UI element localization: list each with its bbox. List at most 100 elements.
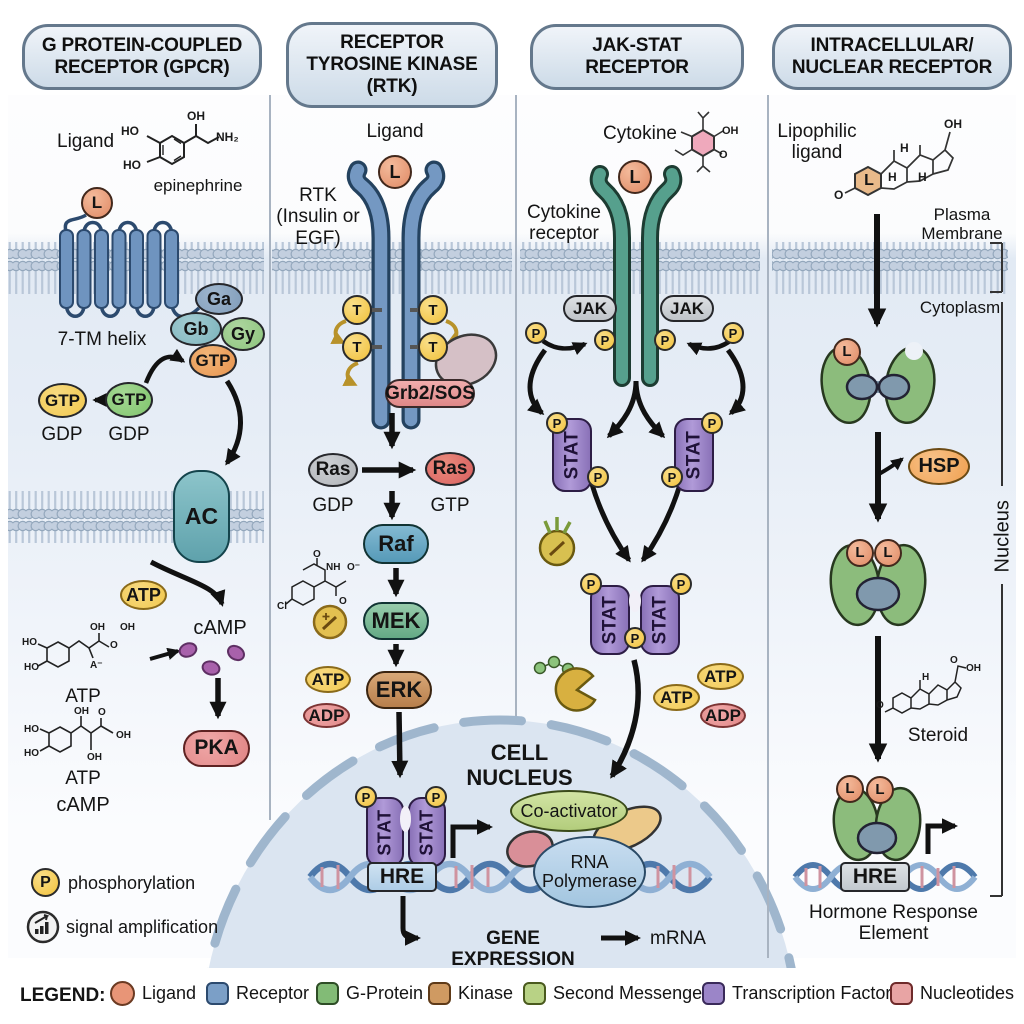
- camp-structure-label: cAMP: [56, 794, 110, 816]
- legend-bar: [0, 968, 1024, 1024]
- atp-oh1: OH: [90, 622, 105, 633]
- jak-atp-pill-1: ATP: [653, 684, 700, 711]
- cytokine-oh: OH: [722, 125, 739, 137]
- epinephrine-ho-top: HO: [121, 124, 139, 138]
- nucleus-stat-gap: [400, 806, 411, 832]
- rtk-arrows: [362, 413, 417, 779]
- legend-label: Kinase: [458, 983, 514, 1003]
- legend-title: LEGEND:: [20, 985, 106, 1006]
- epinephrine-structure: [146, 124, 220, 166]
- rtk-adp-pill: ADP: [303, 703, 350, 728]
- gpcr-7tm-receptor: [59, 213, 201, 319]
- tyrosine-residue-1: T: [342, 295, 372, 325]
- legend-item-second-messenger: Second Messenger: [523, 982, 708, 1005]
- mek-kinase: MEK: [363, 602, 429, 640]
- gpcr-atp-pill: ATP: [120, 580, 167, 610]
- pka-kinase: PKA: [183, 730, 250, 767]
- gpcr-ligand-label: Ligand: [57, 131, 115, 152]
- hsp-chaperone: HSP: [908, 448, 970, 485]
- cell-nucleus-title: CELL NUCLEUS: [466, 740, 573, 790]
- camp-second-messenger-blobs: [178, 642, 245, 676]
- rtk-mol-o1: O: [313, 549, 321, 560]
- cytokine-structure: [674, 111, 724, 173]
- jak-adp-pill: ADP: [700, 703, 746, 728]
- rtk-mol-o3: O: [339, 596, 347, 607]
- steroid2-oh: OH: [966, 663, 981, 674]
- rtk-ligand-label: Ligand: [366, 121, 424, 142]
- nuclear-ligand-2a: L: [846, 539, 874, 567]
- column-dividers: [269, 95, 769, 958]
- nucleus-phosphate-left: P: [355, 786, 377, 808]
- signal-amplification-icon-rtk: [312, 604, 348, 640]
- camp-oh1: OH: [74, 706, 89, 717]
- header-nuclear: INTRACELLULAR/ NUCLEAR RECEPTOR: [772, 24, 1012, 90]
- phosphate-stat-right-top: P: [701, 412, 723, 434]
- amplified-messenger-icon: [533, 655, 597, 712]
- header-rtk: RECEPTOR TYROSINE KINASE (RTK): [286, 22, 498, 108]
- nucleus-stat-right: STAT: [408, 797, 446, 867]
- legend-item-receptor: Receptor: [206, 982, 309, 1005]
- jak-ligand-molecule: L: [618, 160, 652, 194]
- hormone-response-element-label: Hormone Response Element: [809, 902, 978, 945]
- atp-structure: [37, 633, 110, 668]
- legend-label: Ligand: [142, 983, 197, 1003]
- camp-label: cAMP: [193, 617, 247, 639]
- header-gpcr: G PROTEIN-COUPLED RECEPTOR (GPCR): [22, 24, 262, 90]
- stat-dimer-gap: [629, 590, 641, 612]
- legend-label: Nucleotides: [920, 983, 1015, 1003]
- ligand-swatch: [110, 981, 135, 1006]
- phosphate-dimer-right: P: [670, 573, 692, 595]
- gtp-spent-pill: GTP: [38, 383, 87, 418]
- ras-gtp-pill: Ras: [425, 452, 475, 486]
- camp-ho2: HO: [24, 748, 39, 759]
- g-alpha-subunit: Ga: [195, 283, 243, 315]
- jak-atp-pill-2: ATP: [697, 663, 744, 690]
- cell-nucleus-shape: [197, 715, 803, 1024]
- gene-expression-label: GENE EXPRESSION: [451, 928, 575, 971]
- legend-item-ligand: Ligand: [110, 981, 196, 1006]
- receptor-swatch: [206, 982, 229, 1005]
- signal-amplification-icon-key: [26, 910, 60, 944]
- nuclear-ligand-3b: L: [866, 776, 894, 804]
- steroid2-o1: O: [950, 655, 958, 666]
- atp-structure-label: ATP: [65, 686, 101, 707]
- ras-gdp-label: GDP: [312, 495, 354, 516]
- phosphate-stat-right-bottom: P: [661, 466, 683, 488]
- phosphate-flying-left: P: [525, 322, 547, 344]
- kinase-swatch: [428, 982, 451, 1005]
- steroid-h3: H: [918, 170, 927, 184]
- steroid-h1: H: [900, 141, 909, 155]
- second-messenger-swatch: [523, 982, 546, 1005]
- steroid-structure-top: [844, 131, 955, 197]
- cytokine-receptor-label: Cytokine receptor: [527, 202, 601, 245]
- stat-label: STAT: [374, 808, 395, 856]
- g-beta-subunit: Gb: [170, 312, 222, 346]
- phosphorylation-key-label: phosphorylation: [68, 873, 196, 893]
- rtk-atp-pill: ATP: [305, 666, 351, 693]
- phosphate-dimer-left: P: [580, 573, 602, 595]
- phosphate-stat-left-bottom: P: [587, 466, 609, 488]
- epinephrine-oh: OH: [187, 109, 205, 123]
- gtp-new-pill: GTP: [105, 382, 153, 418]
- compartment-bracket: [990, 242, 1003, 897]
- camp-o: O: [98, 707, 106, 718]
- amplification-key-label: signal amplification: [66, 917, 219, 937]
- jak-stat-arrows: [527, 339, 746, 779]
- camp-oh2: OH: [116, 730, 131, 741]
- legend-label: Transcription Factor: [732, 983, 892, 1003]
- legend-item-kinase: Kinase: [428, 982, 513, 1005]
- tyrosine-residue-3: T: [342, 332, 372, 362]
- atp-o: O: [110, 640, 118, 651]
- cytokine-receptor-shape: [589, 165, 683, 387]
- camp-ho1: HO: [24, 724, 39, 735]
- steroid-structure-bottom: [884, 665, 967, 714]
- stat-label: STAT: [599, 595, 621, 645]
- phosphate-flying-right: P: [722, 322, 744, 344]
- camp-structure: [39, 716, 114, 753]
- lipophilic-ligand-label: Lipophilic ligand: [777, 121, 857, 164]
- ras-gdp-pill: Ras: [308, 453, 358, 487]
- rtk-inhibitor-structure: [285, 558, 347, 606]
- epinephrine-label: epinephrine: [153, 176, 243, 195]
- ras-gtp-label: GTP: [430, 495, 470, 516]
